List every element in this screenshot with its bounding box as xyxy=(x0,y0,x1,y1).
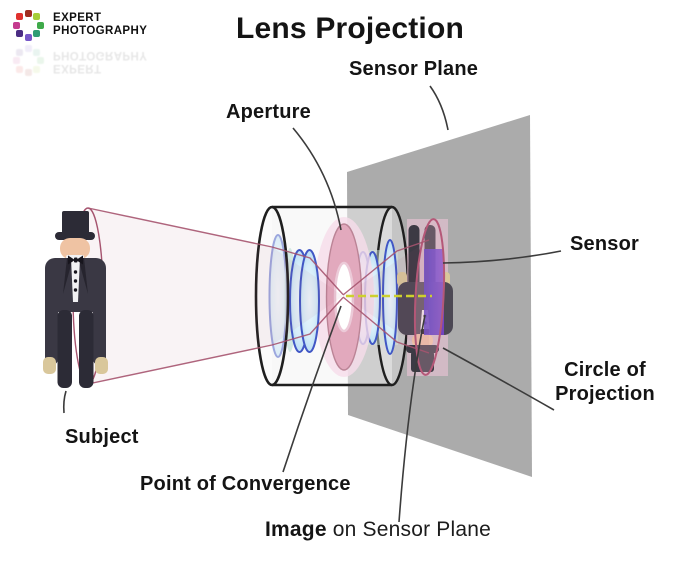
label-aperture: Aperture xyxy=(226,101,311,123)
image-pointer xyxy=(398,314,426,523)
label-subject: Subject xyxy=(65,426,139,448)
image-on-sensor xyxy=(397,218,453,376)
sensor-chip xyxy=(424,249,444,335)
logo-reflection: EXPERT PHOTOGRAPHY xyxy=(10,43,147,79)
pointer-lines xyxy=(62,85,562,523)
lens-barrel-outline xyxy=(254,205,392,387)
label-circle-of-projection: Circle of Projection xyxy=(555,359,655,405)
circle-of-projection-pointer xyxy=(442,347,555,411)
label-sensor-plane: Sensor Plane xyxy=(349,58,479,80)
circle-of-projection-ellipse xyxy=(413,218,446,376)
subject-figure xyxy=(43,211,108,388)
sensor-pointer xyxy=(442,250,562,264)
sensor-plane-pointer xyxy=(429,85,449,131)
logo-line1: EXPERT xyxy=(53,12,102,24)
label-point-of-convergence: Point of Convergence xyxy=(140,473,351,495)
logo-line2: PHOTOGRAPHY xyxy=(53,25,148,37)
label-image-on-sensor-plane: Image on Sensor Plane xyxy=(265,518,492,541)
label-sensor: Sensor xyxy=(570,233,640,255)
expert-photography-logo: EXPERT PHOTOGRAPHY xyxy=(10,7,147,43)
point-of-convergence-pointer xyxy=(282,305,342,473)
page-title: Lens Projection xyxy=(235,12,465,45)
logo-color-wheel-icon xyxy=(10,7,46,43)
subject-pointer xyxy=(62,390,67,414)
aperture-pointer xyxy=(292,127,342,231)
